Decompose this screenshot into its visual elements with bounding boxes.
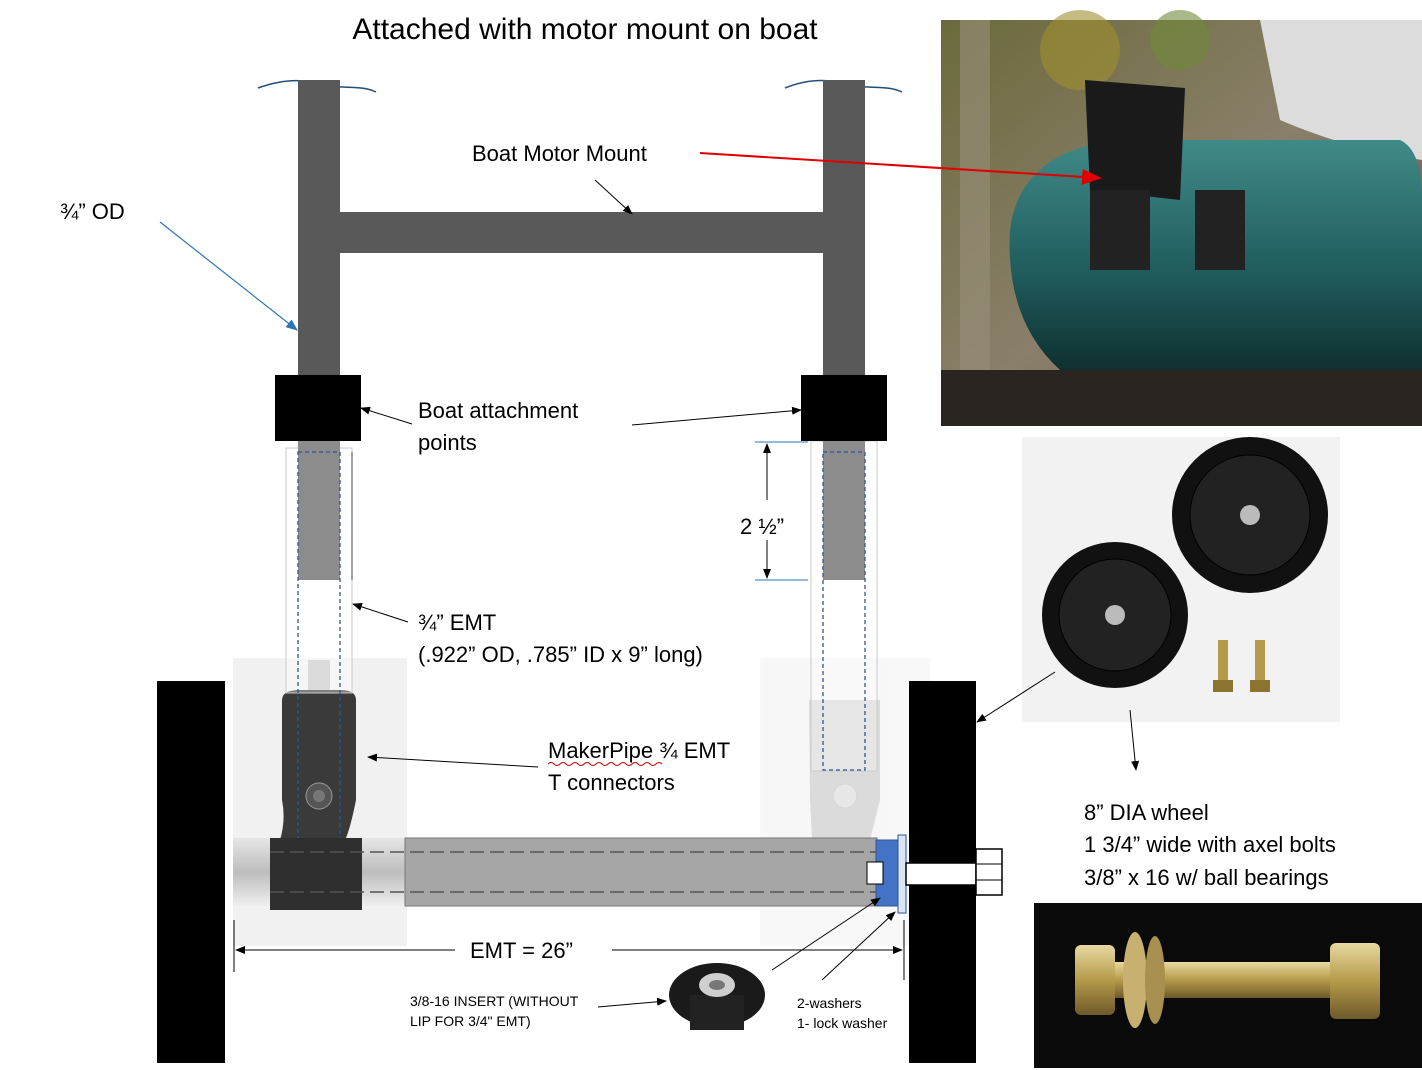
label-od: ¾” OD [60,199,125,224]
dimension-2-5 [755,441,808,581]
arrow-attach-left [360,406,413,425]
label-attach-1: Boat attachment [418,398,578,423]
label-motor-mount: Boat Motor Mount [472,141,647,166]
label-attach-2: points [418,430,477,455]
wheel-left [157,681,225,1063]
axle-bolt [905,848,1003,896]
washers [897,834,907,914]
arrow-insert-location [771,897,881,971]
wheels-photo [1022,437,1340,722]
label-dimension: 2 ½” [740,514,784,539]
arrow-od [159,221,298,331]
label-emt-length: EMT = 26” [470,938,573,963]
arrow-insert [597,997,667,1008]
attachment-block-right [801,375,887,441]
arrow-emt [352,602,409,623]
label-wheel-2: 1 3/4” wide with axel bolts [1084,832,1336,857]
label-wheel-3: 3/8” x 16 w/ ball bearings [1084,865,1329,890]
bolt-nut [866,861,884,885]
label-emt-2: (.922” OD, .785” ID x 9” long) [418,642,703,667]
arrow-attach-right [631,406,802,426]
insert-photo [669,963,765,1030]
label-washers-1: 2-washers [797,995,862,1011]
diagram-title: Attached with motor mount on boat [352,13,818,46]
arrow-motor-mount-photo [699,152,1102,185]
label-emt-1: ¾” EMT [418,610,496,635]
label-wheel-1: 8” DIA wheel [1084,800,1209,825]
bolt-photo [1034,903,1422,1068]
arrow-wheel [976,671,1056,723]
arrow-wheel-spec [1129,709,1140,771]
emt-tube-left [285,441,353,843]
arrow-motor-mount [594,179,633,215]
boat-photo [941,10,1422,426]
label-makerpipe-1: MakerPipe ¾ EMT [548,738,730,763]
label-insert-2: LIP FOR 3/4" EMT) [410,1013,531,1029]
label-washers-2: 1- lock washer [797,1015,888,1031]
attachment-block-left [275,375,361,441]
spellcheck-underline [547,762,663,766]
label-makerpipe-2: T connectors [548,770,675,795]
motor-mount-frame [298,80,865,380]
emt-tube-right [810,440,878,772]
arrow-washers [821,911,896,981]
arrow-t-connector [367,753,539,768]
axle-tube [233,837,878,910]
label-insert-1: 3/8-16 INSERT (WITHOUT [410,993,579,1009]
